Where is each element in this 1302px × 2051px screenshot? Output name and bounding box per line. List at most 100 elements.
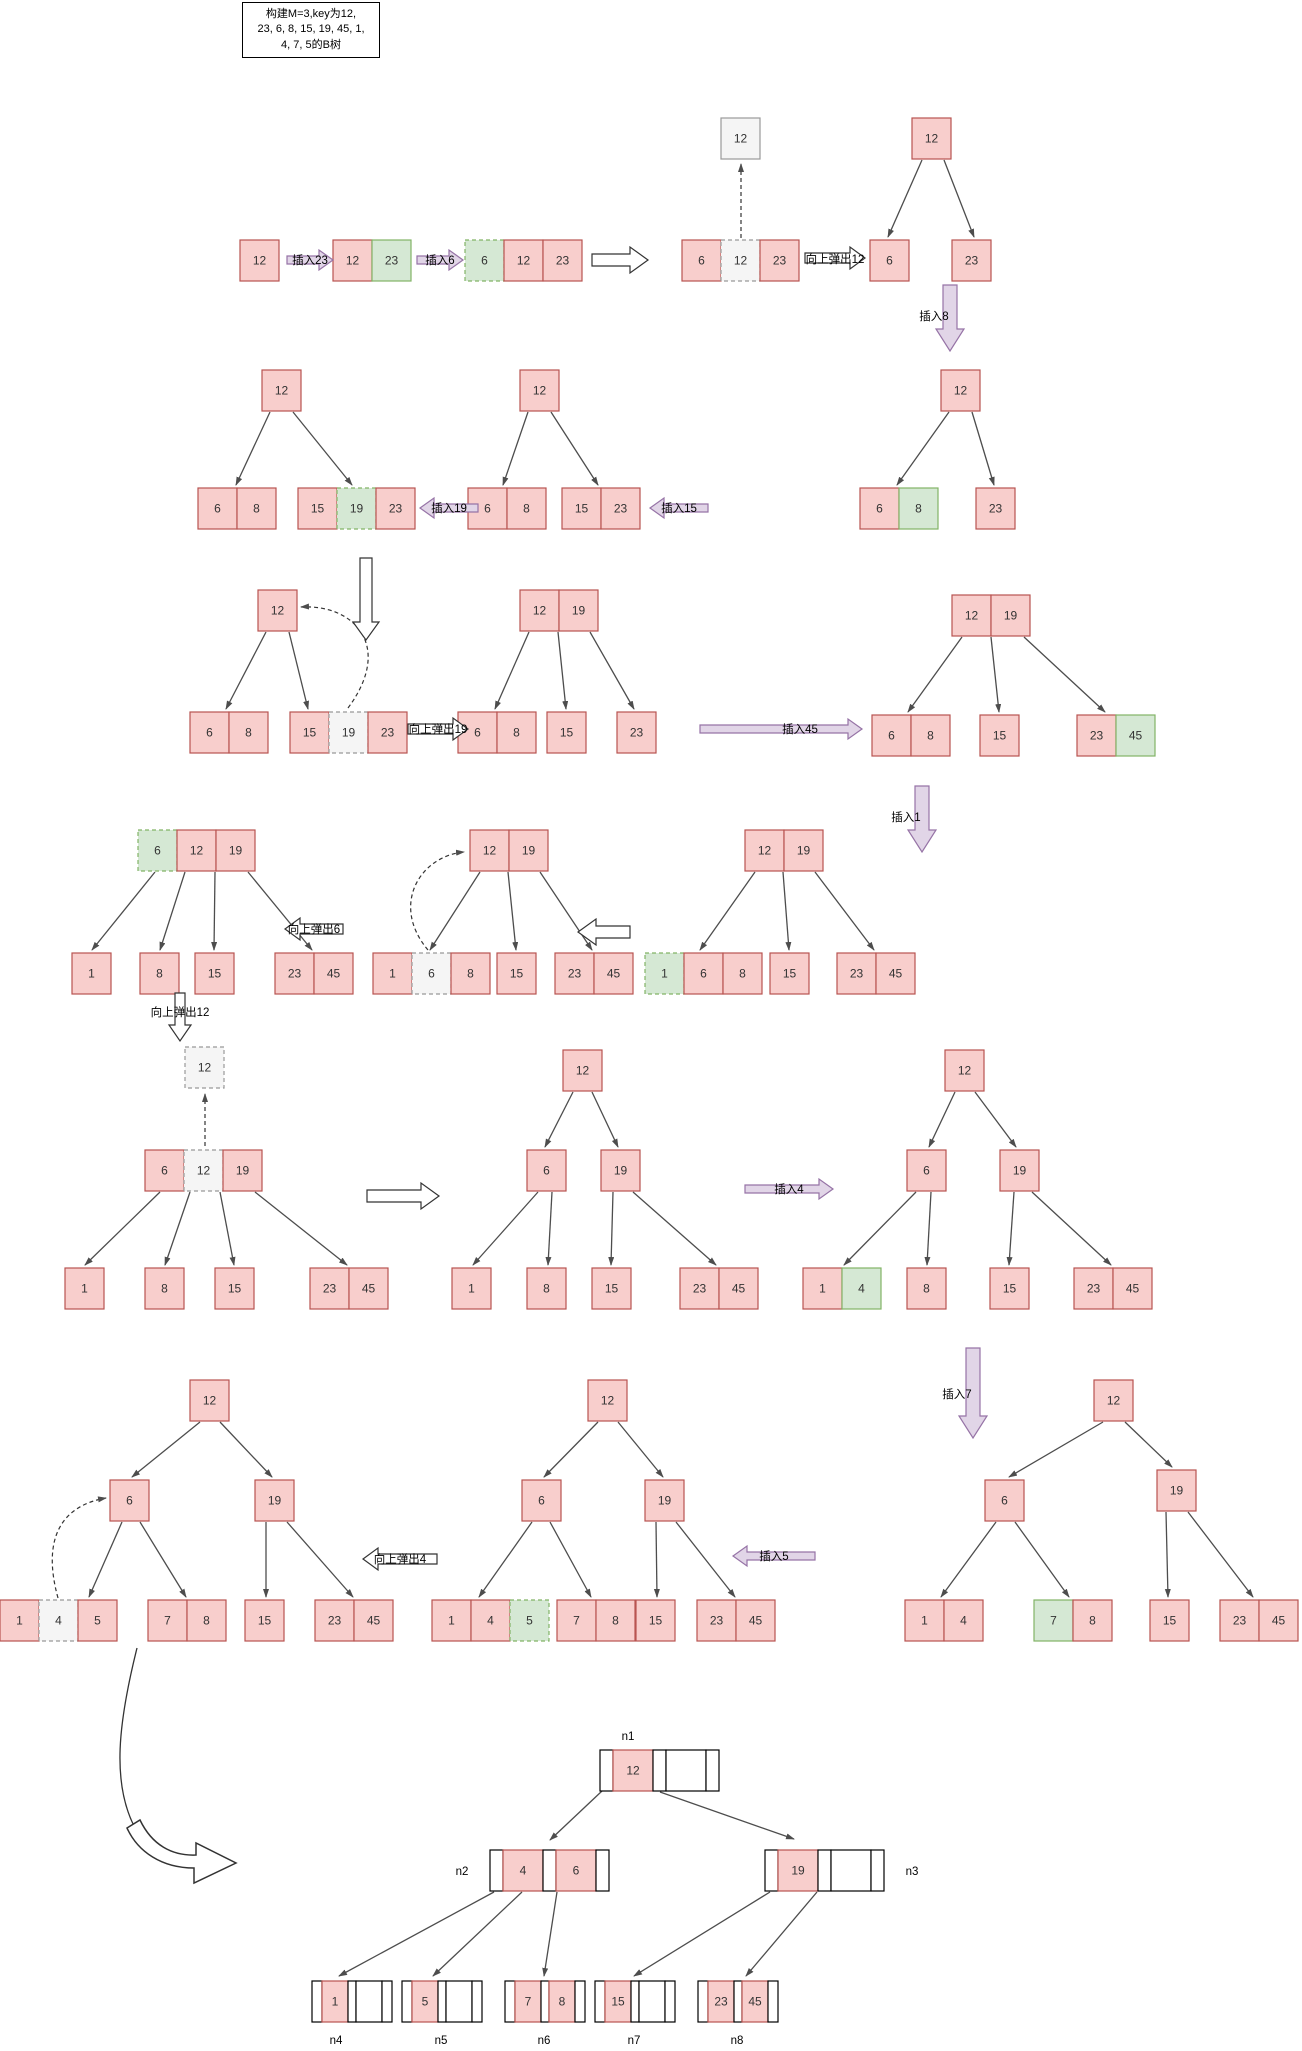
node-cell bbox=[635, 1599, 676, 1642]
node-cell bbox=[509, 1599, 550, 1642]
node-cell bbox=[214, 1267, 255, 1310]
node-cell-value: 6 bbox=[154, 844, 161, 858]
node-cell bbox=[540, 1980, 550, 2023]
node-cell bbox=[109, 1479, 150, 1522]
node-cell bbox=[489, 1849, 504, 1892]
node-cell-value: 45 bbox=[327, 967, 341, 981]
node-cell bbox=[375, 487, 416, 530]
node-cell-value: 5 bbox=[526, 1614, 533, 1628]
node-cell-value: 8 bbox=[559, 1995, 566, 2009]
node-cell-value: 45 bbox=[748, 1995, 762, 2009]
popout-19-label-row3: 向上弹出19 bbox=[409, 722, 468, 736]
node-cell-value: 19 bbox=[572, 604, 586, 618]
node-cell-value: 1 bbox=[389, 967, 396, 981]
node-cell-value: 15 bbox=[208, 967, 222, 981]
node-cell bbox=[77, 1599, 118, 1642]
node-cell bbox=[817, 1849, 832, 1892]
node-cell-value: 1 bbox=[448, 1614, 455, 1628]
node-cell bbox=[526, 1267, 567, 1310]
node-cell-value: 8 bbox=[612, 1614, 619, 1628]
insert-7-label: 插入7 bbox=[942, 1387, 971, 1401]
node-cell bbox=[228, 711, 269, 754]
node-cell bbox=[526, 1149, 567, 1192]
tree-edge bbox=[1031, 1191, 1112, 1266]
tree-edge bbox=[429, 871, 481, 951]
node-cell-value: 23 bbox=[693, 1282, 707, 1296]
node-cell bbox=[311, 1980, 323, 2023]
node-cell-value: 1 bbox=[88, 967, 95, 981]
node-cell-value: 1 bbox=[332, 1995, 339, 2009]
popup-4-row6 bbox=[51, 1496, 107, 1599]
node-cell-value: 8 bbox=[1089, 1614, 1096, 1628]
node-cell bbox=[496, 952, 537, 995]
tree-edge bbox=[543, 1421, 599, 1478]
tree-edge bbox=[990, 636, 1002, 713]
node-cell-value: 12 bbox=[275, 384, 289, 398]
step1-node-12: 12 bbox=[239, 239, 280, 282]
node-cell bbox=[664, 1980, 676, 2023]
node-cell bbox=[707, 1980, 735, 2023]
node-cell bbox=[720, 117, 761, 160]
popout-12-arrow-row4 bbox=[167, 992, 193, 1043]
node-cell-value: 12 bbox=[1107, 1394, 1121, 1408]
tree5b-leaf-15: 15 bbox=[591, 1267, 632, 1310]
node-cell bbox=[1112, 1267, 1153, 1310]
popout-6-label-row4: 向上弹出6 bbox=[288, 922, 340, 936]
node-cell bbox=[940, 369, 981, 412]
node-cell-value: 8 bbox=[245, 726, 252, 740]
row2-down-arrow bbox=[351, 557, 381, 642]
node-cell-value: 7 bbox=[573, 1614, 580, 1628]
node-cell-value: 23 bbox=[1233, 1614, 1247, 1628]
row4-transform-arrow bbox=[576, 917, 631, 947]
tree-edge bbox=[549, 1790, 603, 1841]
tree3b-leaf-23: 23 bbox=[616, 711, 657, 754]
node-cell-value: 8 bbox=[203, 1614, 210, 1628]
node-cell bbox=[521, 1479, 562, 1522]
node-cell bbox=[556, 1599, 597, 1642]
node-cell bbox=[189, 711, 230, 754]
node-cell-value: 1 bbox=[81, 1282, 88, 1296]
node-cell bbox=[841, 1267, 882, 1310]
node-cell bbox=[184, 1046, 225, 1089]
node-cell bbox=[720, 239, 761, 282]
node-cell bbox=[741, 1980, 769, 2023]
tree2a-root: 12 bbox=[261, 369, 302, 412]
node-cell bbox=[1033, 1599, 1074, 1642]
final-n6-label: n6 bbox=[538, 2035, 551, 2047]
node-cell-value: 4 bbox=[487, 1614, 494, 1628]
tree-edge bbox=[887, 159, 923, 238]
node-cell bbox=[261, 369, 302, 412]
node-cell bbox=[652, 1749, 667, 1792]
popout-12-arrow-row1 bbox=[804, 245, 867, 271]
final-tree-big-arrow bbox=[126, 1818, 238, 1885]
tree-edge bbox=[247, 871, 313, 951]
node-cell-value: 12 bbox=[758, 844, 772, 858]
node-cell bbox=[183, 1149, 224, 1192]
node-cell-value: 23 bbox=[1090, 729, 1104, 743]
tree6b-root: 12 bbox=[587, 1379, 628, 1422]
tree6a-node-6: 6 bbox=[109, 1479, 150, 1522]
node-cell bbox=[975, 487, 1016, 530]
node-cell bbox=[679, 1267, 720, 1310]
node-cell-value: 19 bbox=[229, 844, 243, 858]
node-cell-value: 12 bbox=[925, 132, 939, 146]
node-cell bbox=[638, 1980, 666, 2023]
insert-23-label: 插入23 bbox=[292, 253, 328, 267]
node-cell bbox=[595, 1599, 636, 1642]
node-cell-value: 12 bbox=[483, 844, 497, 858]
node-cell bbox=[469, 829, 510, 872]
node-cell bbox=[616, 711, 657, 754]
tree5b-root: 12 bbox=[562, 1049, 603, 1092]
popout-19-arrow-row3 bbox=[407, 716, 470, 742]
tree5b-node-6: 6 bbox=[526, 1149, 567, 1192]
tree-edge bbox=[544, 1091, 574, 1148]
